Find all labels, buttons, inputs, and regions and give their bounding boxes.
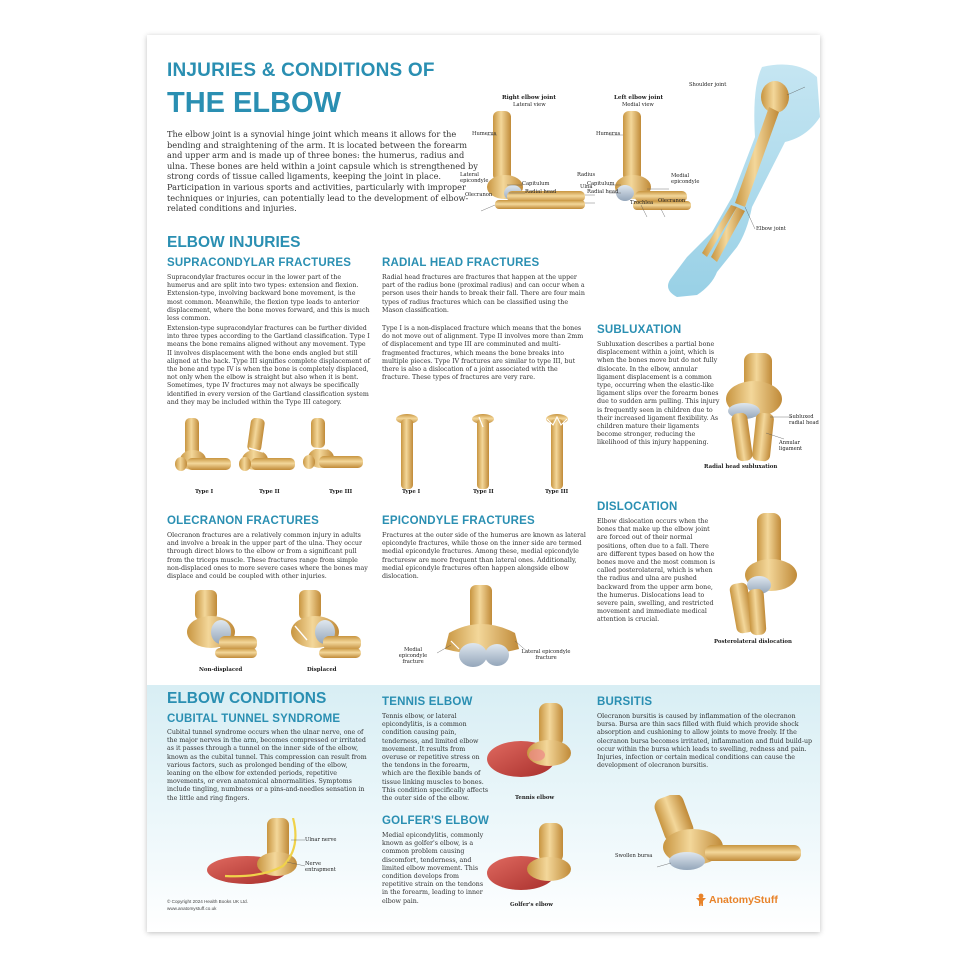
subluxation-caption: Radial head subluxation	[704, 464, 778, 470]
epicondyle-title: EPICONDYLE FRACTURES	[382, 515, 535, 527]
supracondylar-illustration	[175, 418, 363, 471]
left-elbow-title: Left elbow joint	[614, 95, 664, 101]
intro-text: The elbow joint is a synovial hinge join…	[167, 129, 478, 214]
tennis-text: Tennis elbow, or lateral epicondylitis, …	[382, 713, 489, 803]
subluxation-title: SUBLUXATION	[597, 324, 682, 336]
cubital-illustration	[207, 818, 306, 884]
label-shoulder-joint: Shoulder joint	[689, 82, 727, 88]
bursitis-text: Olecranon bursitis is caused by inflamma…	[597, 713, 813, 770]
label-subluxed-radial-head: Subluxed radial head	[789, 414, 819, 426]
label-trochlea: Trochlea	[630, 200, 654, 206]
olecranon-illustration	[187, 590, 361, 658]
label-humerus-right: Humerus	[472, 131, 497, 137]
radial-head-text-2: Type I is a non-displaced fracture which…	[382, 325, 584, 382]
radial-head-text-1: Radial head fractures are fractures that…	[382, 274, 585, 314]
title-line1: INJURIES & CONDITIONS OF	[167, 60, 435, 81]
supracondylar-type-1: Type I	[195, 489, 214, 495]
supracondylar-type-2: Type II	[259, 489, 280, 495]
olecranon-title: OLECRANON FRACTURES	[167, 515, 320, 527]
label-capitulum-right: Capitulum	[522, 181, 550, 187]
label-medial-epicondyle-fracture: Medial epicondyle fracture	[398, 647, 428, 665]
person-logo-icon	[696, 893, 706, 906]
epicondyle-text: Fractures at the outer side of the humer…	[382, 532, 586, 581]
label-elbow-joint: Elbow joint	[756, 226, 786, 232]
dislocation-text: Elbow dislocation occurs when the bones …	[597, 518, 715, 624]
radial-head-title: RADIAL HEAD FRACTURES	[382, 257, 540, 269]
label-radius: Radius	[577, 172, 596, 178]
supracondylar-title: SUPRACONDYLAR FRACTURES	[167, 257, 352, 269]
olecranon-caption-2: Displaced	[307, 667, 337, 673]
right-elbow-title: Right elbow joint	[502, 95, 556, 101]
supracondylar-text-1: Supracondylar fractures occur in the low…	[167, 274, 370, 323]
subluxation-text: Subluxation describes a partial bone dis…	[597, 341, 720, 447]
cubital-title: CUBITAL TUNNEL SYNDROME	[167, 713, 341, 725]
right-elbow-view: Lateral view	[513, 102, 546, 108]
golfers-text: Medial epicondylitis, commonly known as …	[382, 832, 484, 905]
dislocation-caption: Posterolateral dislocation	[714, 639, 792, 645]
copyright: © Copyright 2024 Health Books UK Ltd.	[167, 899, 249, 904]
epicondyle-illustration	[437, 585, 527, 667]
golfers-title: GOLFER'S ELBOW	[382, 815, 490, 827]
label-capitulum-left: Capitulum	[587, 181, 615, 187]
tennis-caption: Tennis elbow	[515, 795, 555, 801]
left-elbow-view: Medial view	[622, 102, 654, 108]
radial-head-illustration	[396, 414, 568, 489]
golfers-illustration	[487, 823, 571, 890]
conditions-heading: ELBOW CONDITIONS	[167, 690, 327, 707]
conditions-background	[147, 685, 820, 932]
radial-type-2: Type II	[473, 489, 494, 495]
label-radial-head-right: Radial head	[525, 189, 557, 195]
arm-illustration	[668, 64, 820, 298]
dislocation-title: DISLOCATION	[597, 501, 678, 513]
label-nerve-entrapment: Nerve entrapment	[305, 861, 336, 873]
label-annular-ligament: Annular ligament	[779, 440, 803, 452]
logo-text: AnatomyStuff	[709, 893, 778, 906]
cubital-text: Cubital tunnel syndrome occurs when the …	[167, 729, 367, 802]
dislocation-illustration	[729, 513, 797, 636]
olecranon-caption-1: Non-displaced	[199, 667, 243, 673]
brand-logo: AnatomyStuff	[695, 893, 778, 906]
poster: INJURIES & CONDITIONS OF THE ELBOW The e…	[147, 35, 820, 932]
golfers-caption: Golfer's elbow	[510, 902, 553, 908]
elbow-anatomy-diagram	[480, 111, 691, 217]
label-ulnar-nerve: Ulnar nerve	[305, 837, 337, 843]
tennis-illustration	[487, 703, 571, 777]
bursitis-illustration	[654, 795, 801, 870]
subluxation-illustration	[726, 353, 792, 462]
supracondylar-text-2: Extension-type supracondylar fractures c…	[167, 325, 370, 406]
label-medial-epicondyle: Medial epicondyle	[671, 173, 700, 185]
label-olecranon-left: Olecranon	[658, 198, 686, 204]
olecranon-text: Olecranon fractures are a relatively com…	[167, 532, 368, 581]
bursitis-title: BURSITIS	[597, 696, 653, 708]
footer-url: www.anatomystuff.co.uk	[167, 906, 217, 911]
label-olecranon-right: Olecranon	[465, 192, 493, 198]
supracondylar-type-3: Type III	[329, 489, 353, 495]
label-swollen-bursa: Swollen bursa	[615, 853, 653, 859]
label-humerus-left: Humerus	[596, 131, 621, 137]
label-radial-head-left: Radial head	[587, 189, 619, 195]
label-lateral-epicondyle: Lateral epicondyle	[460, 172, 489, 184]
tennis-title: TENNIS ELBOW	[382, 696, 473, 708]
label-ulna: Ulna	[580, 184, 593, 190]
radial-type-3: Type III	[545, 489, 569, 495]
label-lateral-epicondyle-fracture: Lateral epicondyle fracture	[521, 649, 571, 661]
injuries-heading: ELBOW INJURIES	[167, 234, 301, 251]
page-title: THE ELBOW	[167, 87, 341, 119]
radial-type-1: Type I	[402, 489, 421, 495]
